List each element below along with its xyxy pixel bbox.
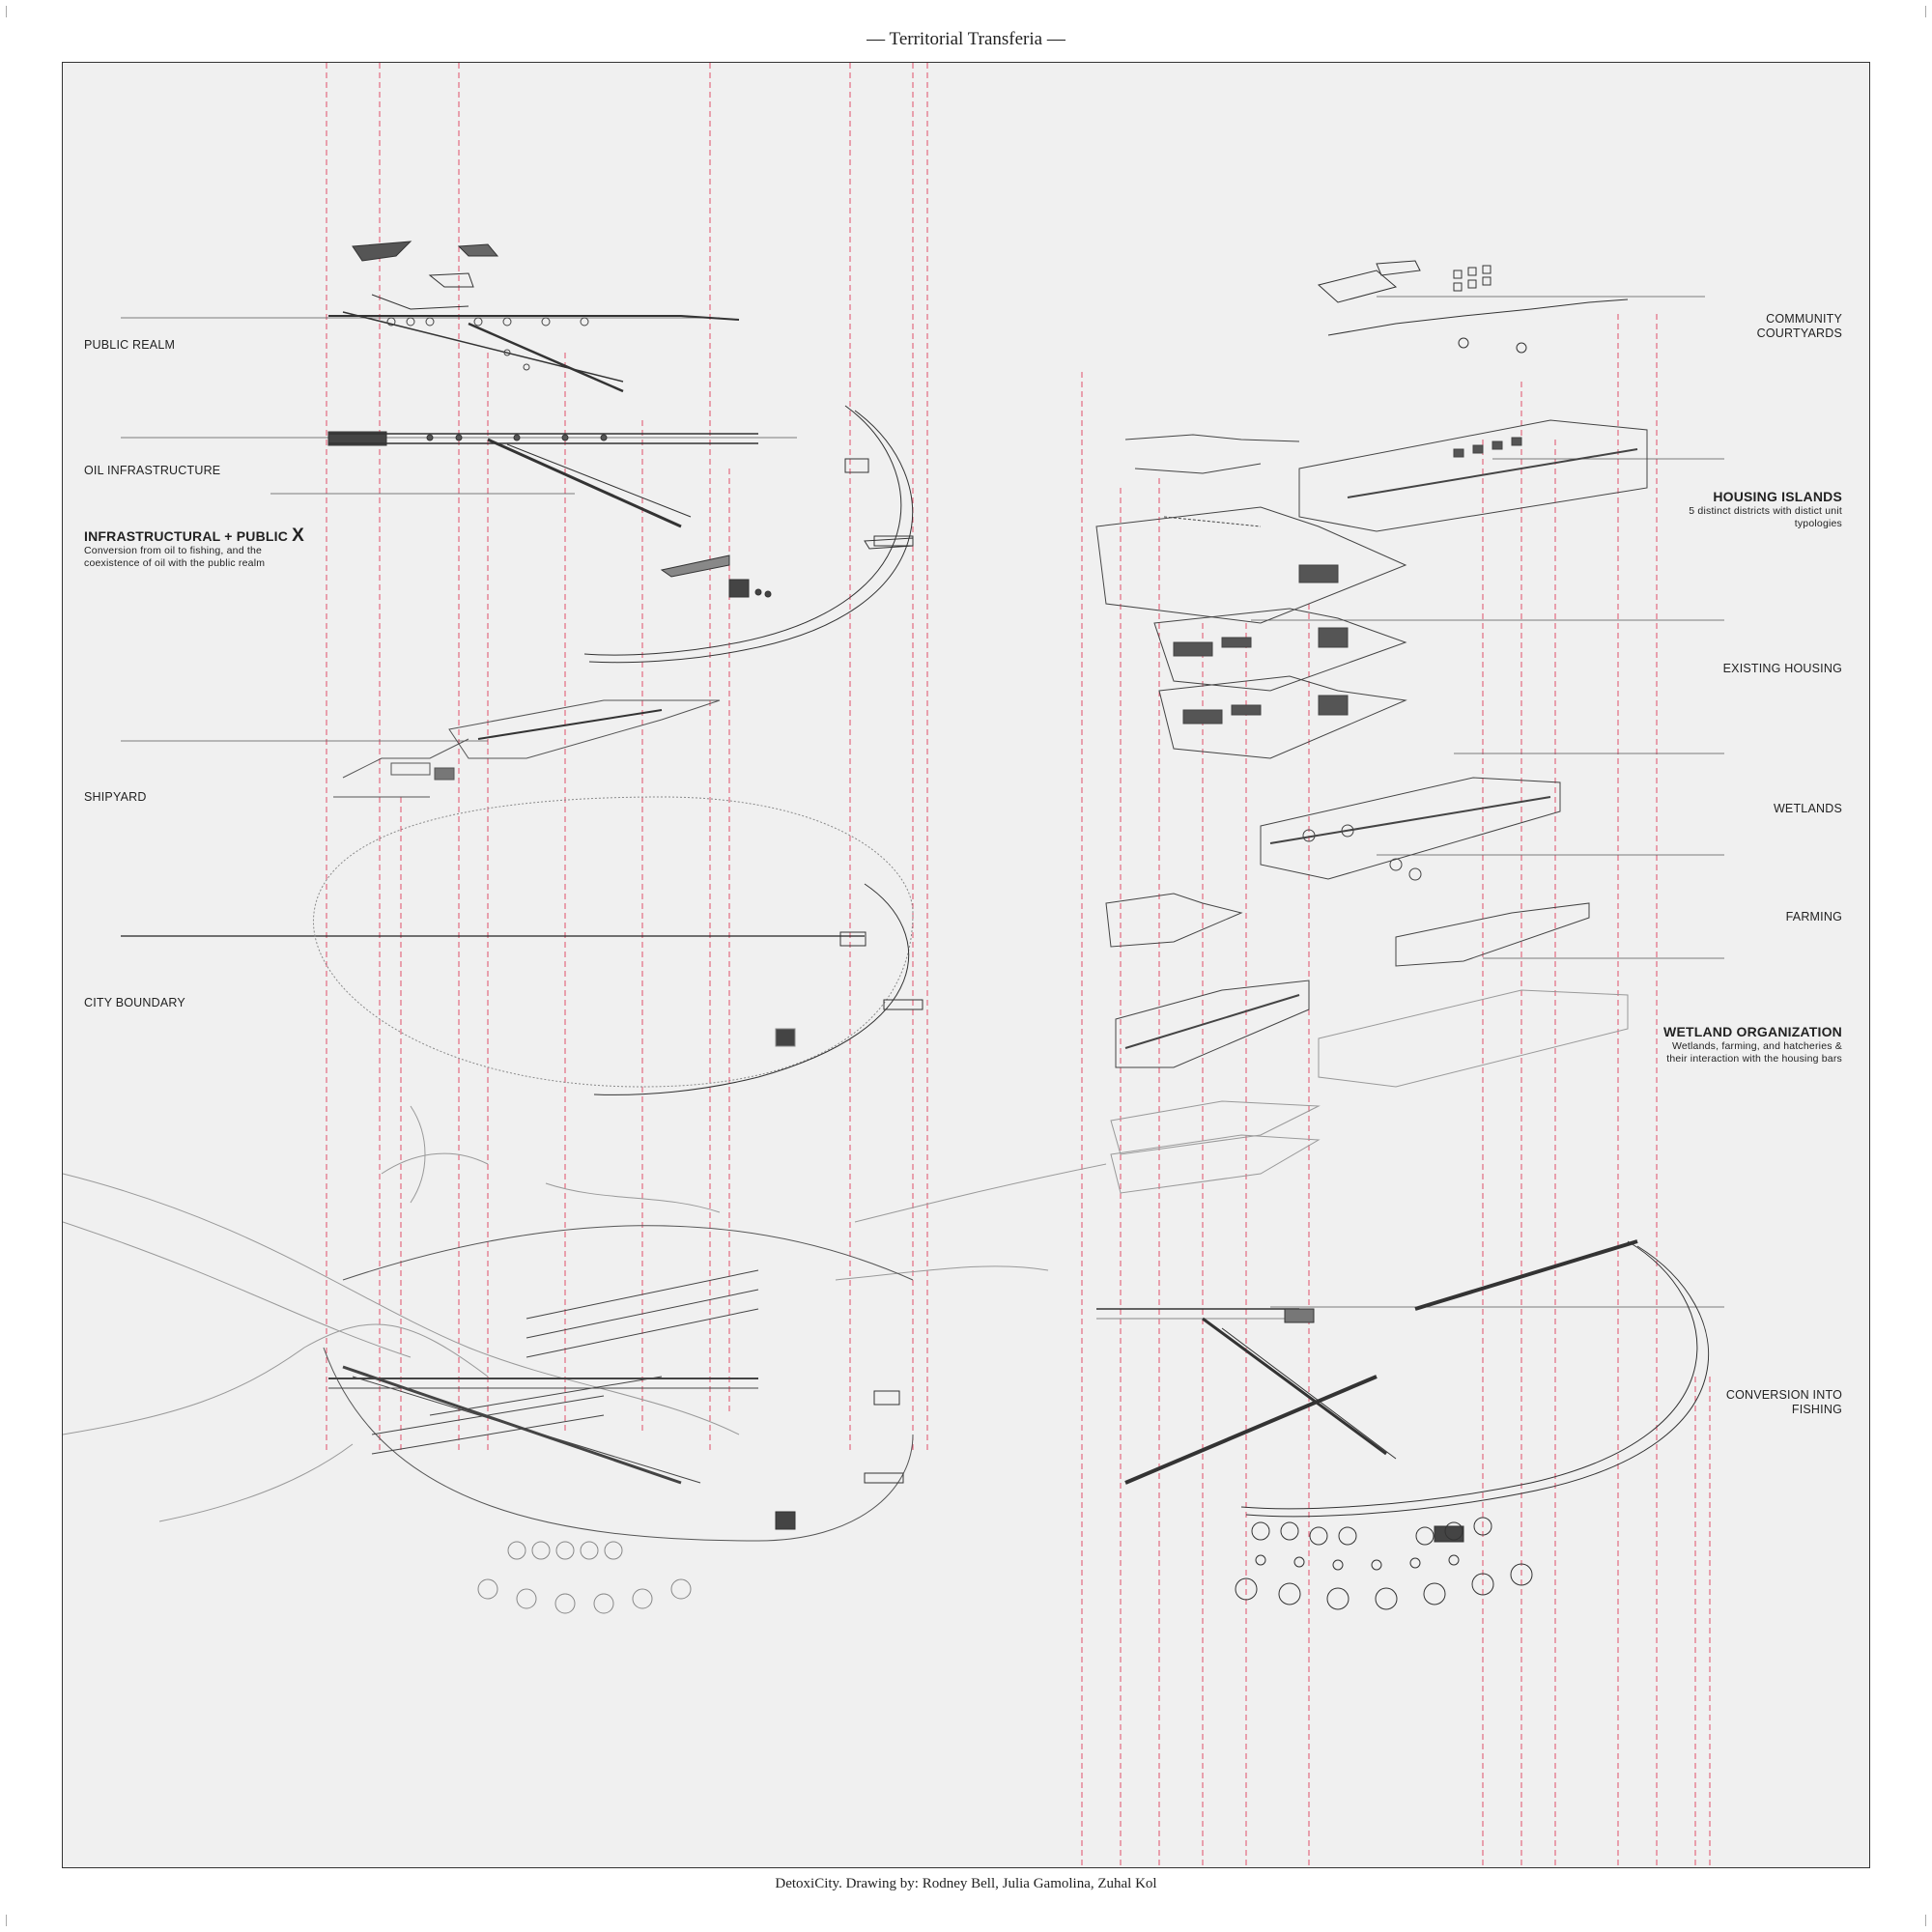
conversion-fishing-layer [1096,1239,1710,1610]
crop-mark [1918,6,1926,17]
existing-housing-layers [1095,506,1407,759]
housing-islands-heading: HOUSING ISLANDS [1713,489,1842,504]
wetlands-layer [1260,777,1561,881]
housing-islands-desc-2: typologies [1794,518,1842,529]
infrastructural-public-desc-1: Conversion from oil to fishing, and the [84,545,263,556]
label-farming: FARMING [1785,910,1842,923]
crop-mark [1918,1915,1926,1926]
upper-crescent [583,405,914,664]
wetland-organization-layer [1110,989,1629,1194]
drawing-title: — Territorial Transferia — [867,29,1065,49]
wetland-organization-desc-2: their interaction with the housing bars [1666,1053,1842,1065]
crop-mark [6,1915,14,1926]
drawing-credits: DetoxiCity. Drawing by: Rodney Bell, Jul… [775,1876,1157,1891]
label-shipyard: SHIPYARD [84,790,147,804]
right-leader-lines [1251,296,1724,1308]
housing-islands-desc-1: 5 distinct districts with distict unit [1689,505,1842,517]
wetland-organization-heading: WETLAND ORGANIZATION [1663,1024,1842,1039]
label-conversion-into-fishing: CONVERSION INTO FISHING [1726,1388,1842,1417]
community-courtyards-layer [1317,260,1629,354]
public-realm-layer [328,241,740,393]
community-line-2: COURTYARDS [1756,327,1842,340]
label-wetlands: WETLANDS [1773,802,1842,815]
label-community-courtyards: COMMUNITY COURTYARDS [1757,312,1842,341]
wetland-organization-desc-1: Wetlands, farming, and hatcheries & [1671,1040,1842,1052]
shipyard-layer [333,699,721,798]
infrastructural-public-x: X [292,526,305,546]
conversion-line-2: FISHING [1791,1403,1842,1416]
farming-layer [1105,893,1590,1068]
left-leader-lines [121,317,865,937]
infrastructural-public-desc-2: coexistence of oil with the public realm [84,557,266,569]
label-wetland-organization: WETLAND ORGANIZATION Wetlands, farming, … [1663,1025,1842,1065]
city-boundary-layer [312,796,923,1095]
label-public-realm: PUBLIC REALM [84,338,176,352]
projection-lines [326,63,1711,1867]
exploded-axonometric-drawing [63,63,1724,1867]
drawing-frame: PUBLIC REALM OIL INFRASTRUCTURE INFRASTR… [62,62,1870,1868]
base-territory-layer [63,1105,1107,1614]
label-oil-infrastructure: OIL INFRASTRUCTURE [84,464,221,477]
conversion-line-1: CONVERSION INTO [1725,1388,1842,1402]
crop-mark [6,6,14,17]
label-housing-islands: HOUSING ISLANDS 5 distinct districts wit… [1689,490,1842,530]
infrastructural-public-heading: INFRASTRUCTURAL + PUBLIC [84,528,289,544]
housing-islands-layer [1124,419,1648,532]
label-infrastructural-public: INFRASTRUCTURAL + PUBLIC X Conversion fr… [84,526,374,570]
label-existing-housing: EXISTING HOUSING [1722,662,1842,675]
label-city-boundary: CITY BOUNDARY [84,996,185,1009]
oil-infrastructure-layer [327,431,758,528]
community-line-1: COMMUNITY [1766,312,1842,326]
